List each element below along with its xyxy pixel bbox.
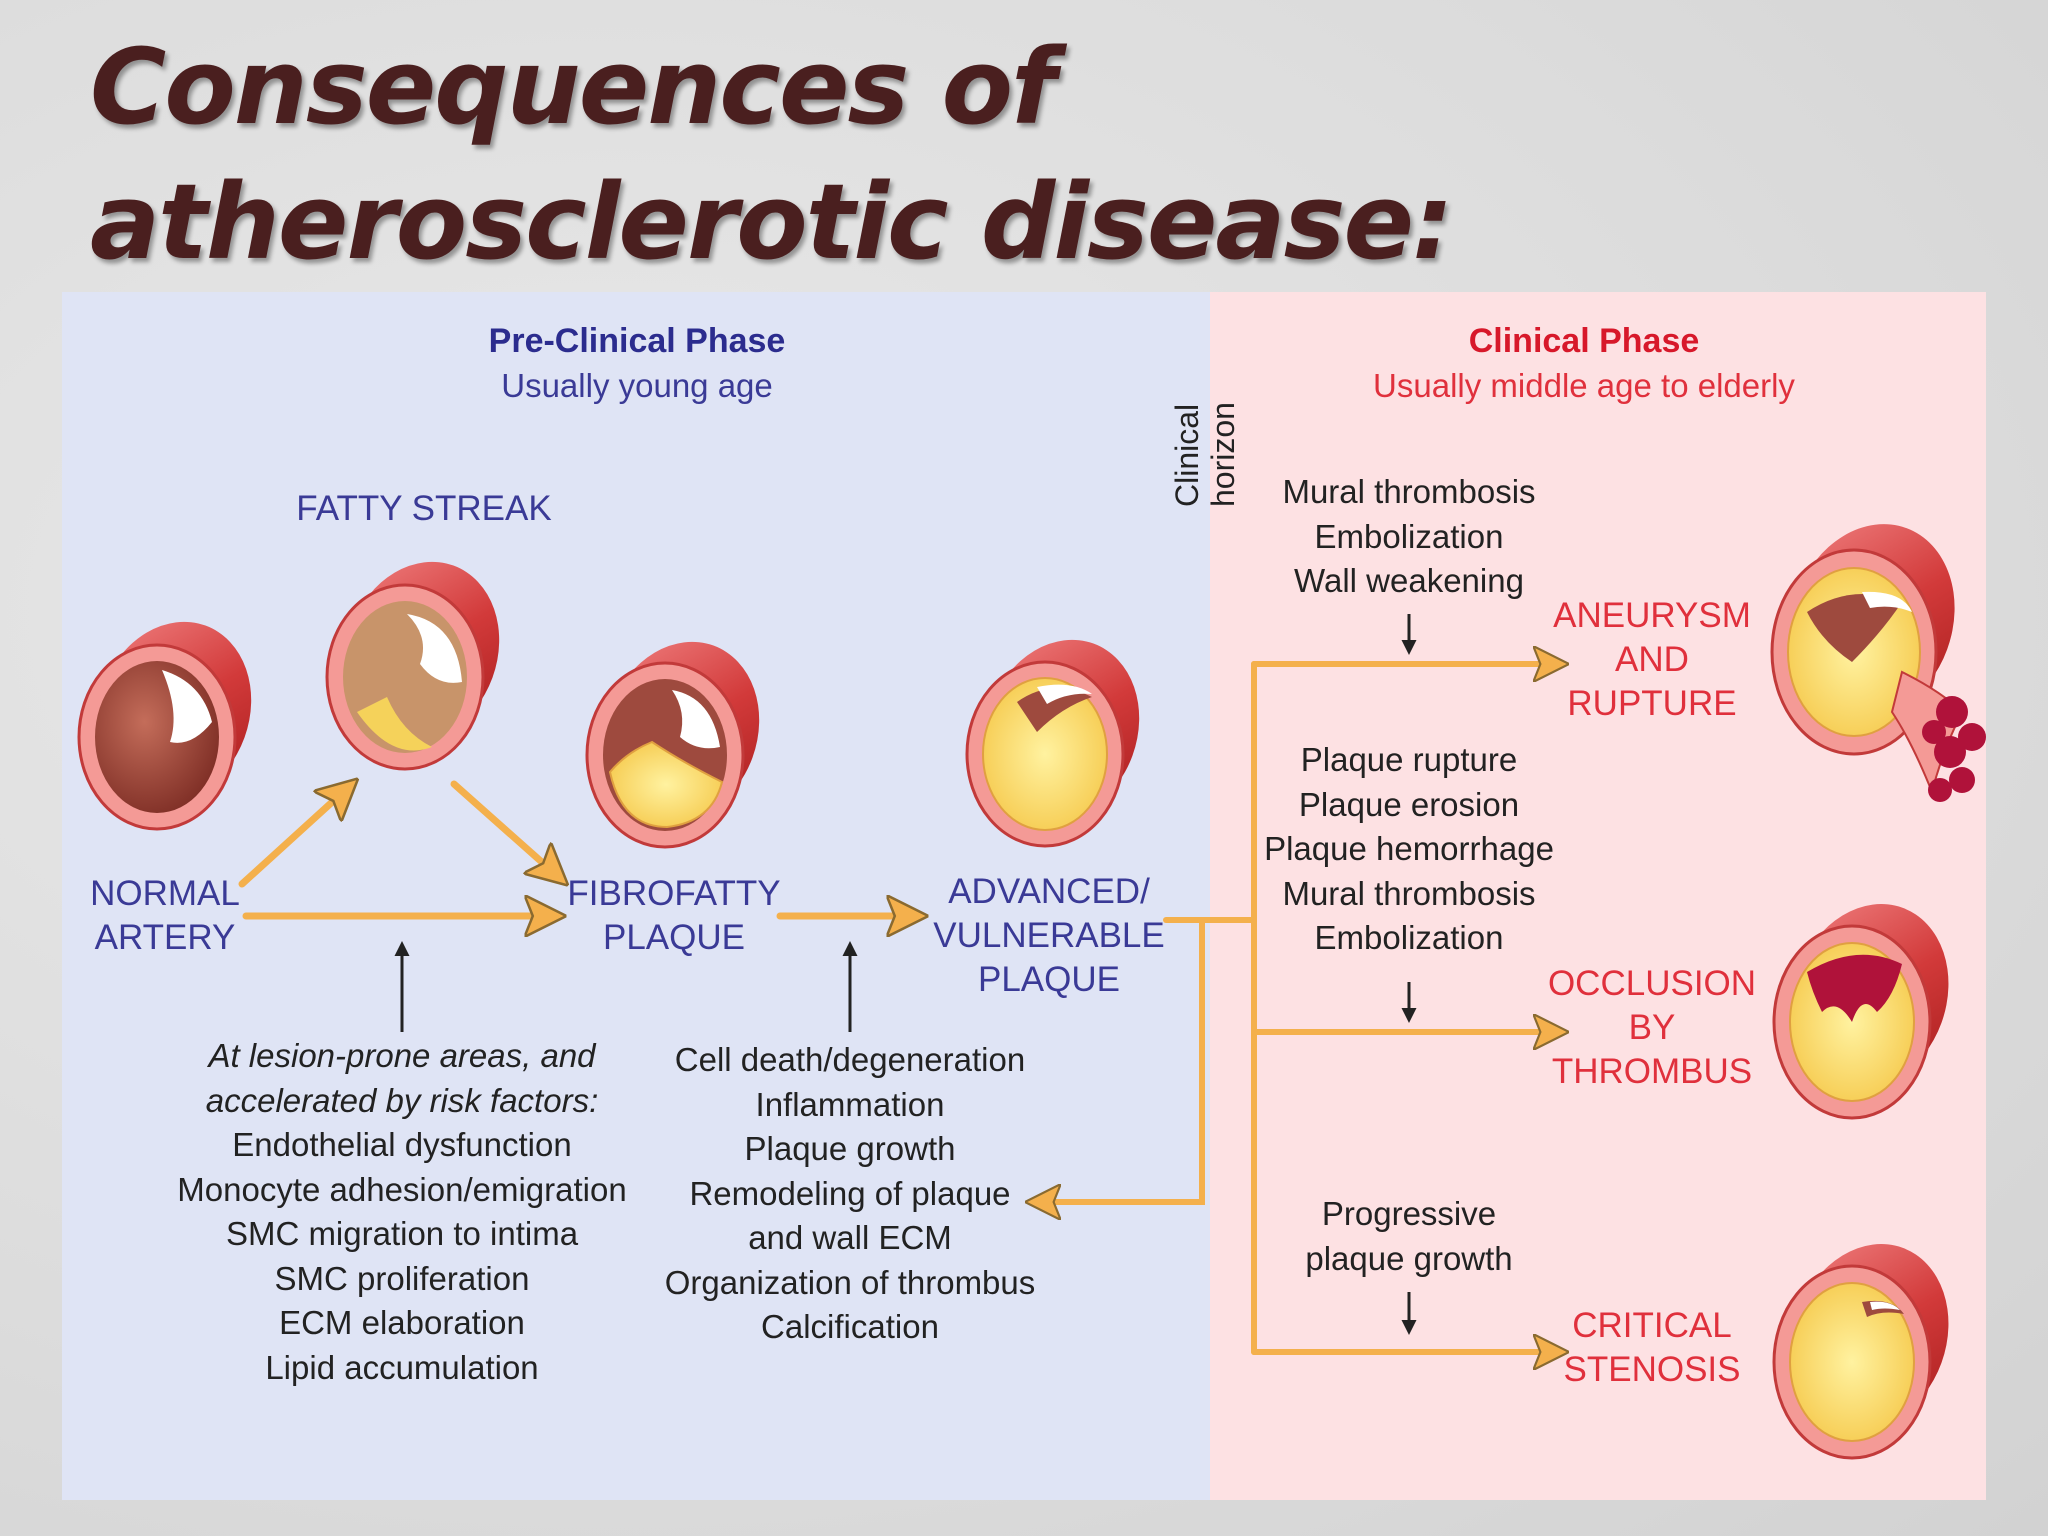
stenosis-mechanisms: Progressive plaque growth	[1305, 1195, 1513, 1277]
preclinical-subtitle: Usually young age	[501, 367, 773, 404]
critical-stenosis-illustration	[1772, 1244, 1949, 1460]
plaque-progression-list: Cell death/degeneration Inflammation Pla…	[664, 1041, 1036, 1345]
clinical-subtitle: Usually middle age to elderly	[1373, 367, 1795, 404]
diagram-graphics	[77, 524, 1986, 1460]
preclinical-panel	[62, 292, 1210, 1500]
risk-factors-list: At lesion-prone areas, and accelerated b…	[177, 1037, 627, 1386]
slide-title: Consequences of atherosclerotic disease:	[90, 26, 1454, 283]
causation-arrows	[394, 614, 1417, 1335]
normal-artery-label: NORMAL ARTERY	[90, 874, 240, 957]
advanced-plaque-label: ADVANCED/ VULNERABLE PLAQUE	[933, 872, 1165, 999]
advanced-plaque-illustration	[965, 639, 1140, 848]
fibrofatty-plaque-illustration	[585, 641, 760, 849]
outcome-critical-stenosis: CRITICAL STENOSIS	[1563, 1306, 1741, 1389]
atherosclerosis-diagram: Pre-Clinical Phase Usually young age Cli…	[62, 292, 1986, 1500]
occlusion-mechanisms: Plaque rupture Plaque erosion Plaque hem…	[1264, 741, 1554, 956]
outcome-aneurysm-rupture: ANEURYSM AND RUPTURE	[1553, 596, 1751, 723]
occlusion-thrombus-illustration	[1772, 904, 1949, 1120]
clinical-horizon-label: Clinical horizon	[1169, 402, 1241, 508]
progression-arrows	[238, 784, 920, 916]
aneurysm-mechanisms: Mural thrombosis Embolization Wall weake…	[1282, 473, 1536, 599]
normal-artery-illustration	[77, 621, 252, 831]
fatty-streak-illustration	[325, 561, 500, 771]
preclinical-title: Pre-Clinical Phase	[488, 322, 786, 360]
outcome-arrows	[1032, 664, 1562, 1352]
aneurysm-rupture-illustration	[1770, 524, 1986, 802]
fatty-streak-label: FATTY STREAK	[296, 489, 552, 528]
fibrofatty-plaque-label: FIBROFATTY PLAQUE	[567, 874, 781, 957]
outcome-occlusion-thrombus: OCCLUSION BY THROMBUS	[1547, 964, 1757, 1091]
clinical-title: Clinical Phase	[1468, 322, 1700, 360]
